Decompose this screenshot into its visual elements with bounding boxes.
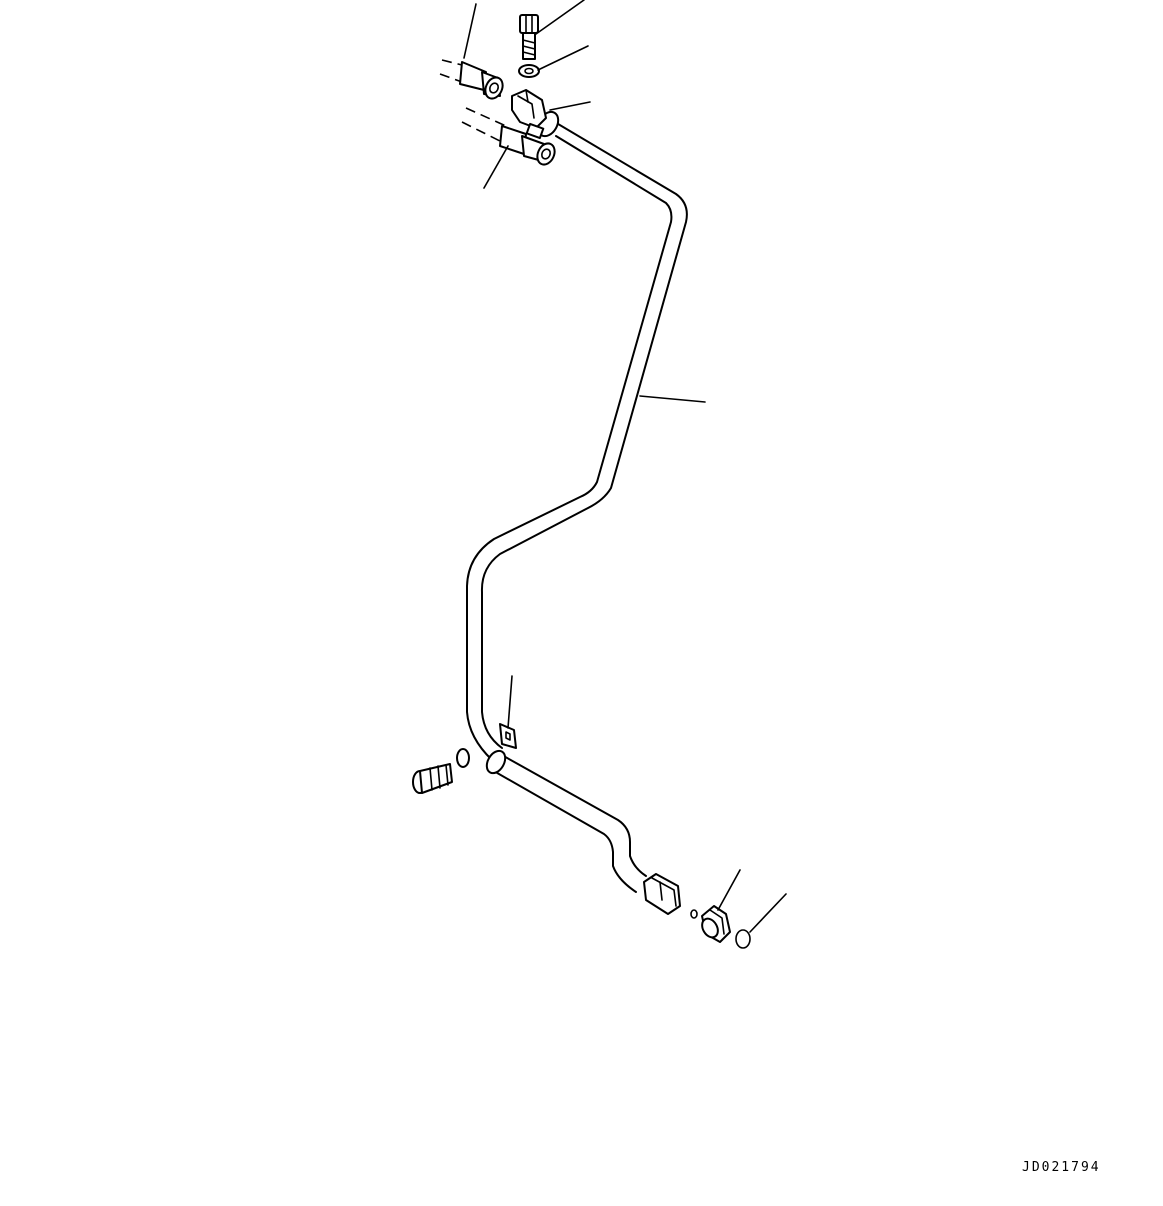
lower-adapter xyxy=(701,905,731,943)
clamp-bolt xyxy=(412,763,453,794)
upper-washer xyxy=(518,64,540,78)
upper-elbow-fitting xyxy=(511,89,547,140)
upper-bolt xyxy=(519,14,539,60)
leader-lines xyxy=(463,0,787,933)
upper-hose-2 xyxy=(461,107,556,166)
small-o-ring xyxy=(690,909,698,919)
upper-hose-1 xyxy=(439,59,504,100)
tube-clamp xyxy=(485,723,517,775)
tube-lower-fitting xyxy=(643,873,681,915)
clamp-washer xyxy=(456,748,470,768)
drawing-id-label: JD021794 xyxy=(1022,1160,1101,1175)
lower-o-ring xyxy=(735,929,751,949)
tube-assembly xyxy=(466,117,688,893)
